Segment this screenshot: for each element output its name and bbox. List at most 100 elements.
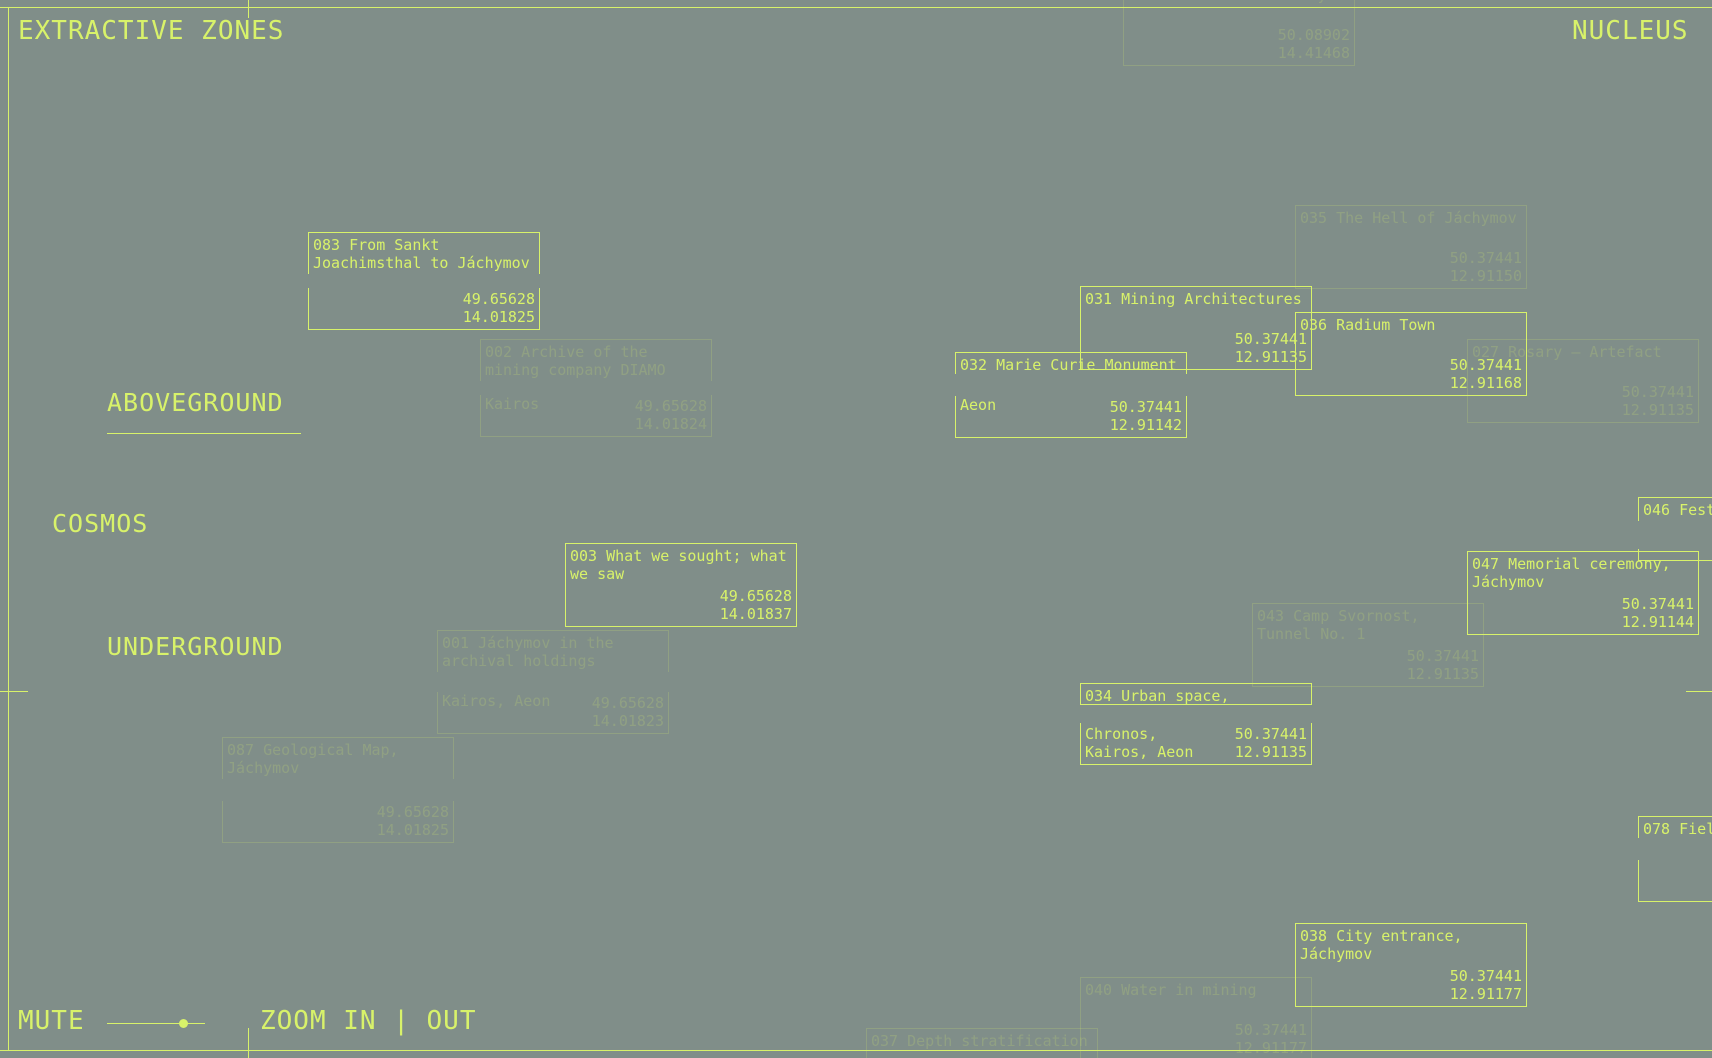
node-title: 036 Radium Town	[1295, 312, 1527, 354]
node-title: 034 Urban space, Jáchymov	[1080, 683, 1312, 705]
node-lon: 12.91142	[1109, 416, 1182, 434]
node-title: 087 Geological Map, Jáchymov	[222, 737, 454, 779]
map-node[interactable]: 002 Archive of the mining company DIAMO …	[480, 339, 712, 437]
node-lon: 12.91135	[1406, 665, 1479, 683]
node-lat: 50.37441	[1449, 967, 1522, 985]
map-node[interactable]: 003 What we sought; what we saw 49.65628…	[565, 543, 797, 627]
node-lat: 49.65628	[591, 694, 664, 712]
node-lat: 50.37441	[1234, 1021, 1307, 1039]
node-tags: Kairos, Aeon	[442, 692, 551, 710]
level-cosmos[interactable]: COSMOS	[52, 509, 149, 538]
node-lat: 50.37441	[1234, 330, 1307, 348]
node-title: 032 Marie Curie Monument	[955, 352, 1187, 374]
node-lon: 12.91135	[1234, 348, 1307, 366]
node-title: 046 Festi	[1638, 497, 1712, 521]
map-node[interactable]: 047 Memorial ceremony, Jáchymov 50.37441…	[1467, 551, 1699, 635]
node-lon: 12.91135	[1621, 401, 1694, 419]
map-node[interactable]: 046 Festi	[1638, 497, 1712, 561]
node-lon: 12.91150	[1449, 267, 1522, 285]
node-lon: 12.91177	[1449, 985, 1522, 1003]
node-lat: 50.37441	[1621, 595, 1694, 613]
node-footer	[1638, 549, 1712, 561]
node-title: 031 Mining Architectures	[1080, 286, 1312, 328]
level-underground[interactable]: UNDERGROUND	[107, 632, 284, 661]
node-title: 083 From Sankt Joachimsthal to Jáchymov	[308, 232, 540, 274]
node-footer	[1638, 860, 1712, 902]
node-lon: 14.01825	[462, 308, 535, 326]
frame-tick-bottom	[248, 1028, 249, 1058]
frame-left-line	[8, 7, 9, 1050]
node-tags: Chronos, Kairos, Aeon	[1085, 725, 1194, 761]
node-title: 175 Embodied Testimony	[1123, 0, 1355, 24]
volume-slider-track[interactable]	[107, 1023, 205, 1024]
node-lat: 49.65628	[634, 397, 707, 415]
node-title: 003 What we sought; what we saw	[565, 543, 797, 585]
node-lat: 50.37441	[1449, 249, 1522, 267]
node-lon: 14.41468	[1277, 44, 1350, 62]
app-title[interactable]: EXTRACTIVE ZONES	[18, 16, 285, 46]
map-node[interactable]: 078 Field	[1638, 816, 1712, 902]
node-lat: 50.37441	[1621, 383, 1694, 401]
node-lat: 49.65628	[462, 290, 535, 308]
level-aboveground[interactable]: ABOVEGROUND	[107, 388, 284, 417]
node-lon: 12.91135	[1234, 743, 1307, 761]
node-title: 002 Archive of the mining company DIAMO	[480, 339, 712, 381]
node-tags: Aeon	[960, 396, 997, 414]
node-title: 078 Field	[1638, 816, 1712, 838]
map-node[interactable]: 037 Depth stratification	[866, 1028, 1098, 1058]
node-lon: 12.91177	[1234, 1039, 1307, 1057]
map-node[interactable]: 083 From Sankt Joachimsthal to Jáchymov …	[308, 232, 540, 330]
node-lon: 14.01823	[591, 712, 664, 730]
node-lon: 12.91144	[1621, 613, 1694, 631]
node-lat: 50.37441	[1406, 647, 1479, 665]
node-lat: 50.37441	[1234, 725, 1307, 743]
map-node[interactable]: 043 Camp Svornost, Tunnel No. 1 50.37441…	[1252, 603, 1484, 687]
node-title: 001 Jáchymov in the archival holdings	[437, 630, 669, 672]
frame-top-line	[0, 7, 1712, 8]
volume-slider-knob[interactable]	[179, 1019, 189, 1028]
frame-tick-left	[0, 691, 28, 692]
nucleus-label[interactable]: NUCLEUS	[1572, 16, 1689, 46]
node-lat: 49.65628	[376, 803, 449, 821]
aboveground-underline	[107, 433, 301, 434]
node-lon: 14.01824	[634, 415, 707, 433]
map-node[interactable]: 001 Jáchymov in the archival holdings Ka…	[437, 630, 669, 734]
zoom-control[interactable]: ZOOM IN | OUT	[260, 1006, 477, 1036]
map-node[interactable]: 034 Urban space, Jáchymov Chronos, Kairo…	[1080, 683, 1312, 765]
frame-tick-top	[248, 0, 249, 18]
frame-tick-right	[1686, 691, 1712, 692]
mute-button[interactable]: MUTE	[18, 1006, 85, 1036]
